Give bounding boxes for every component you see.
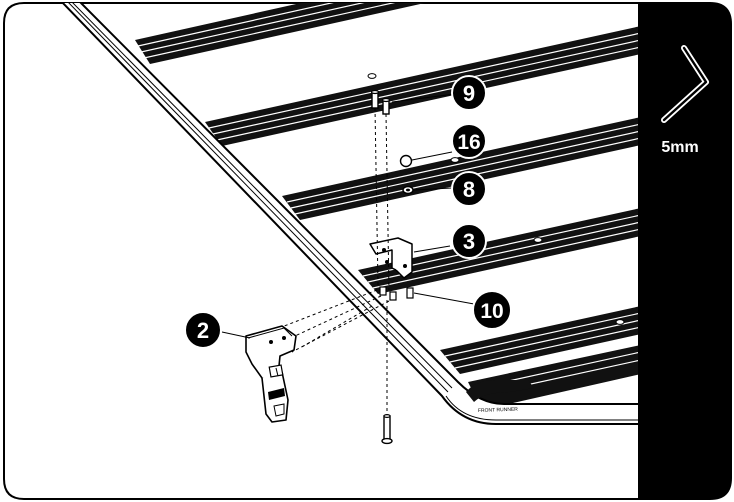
callout-3-label: 3 xyxy=(463,229,475,254)
callout-3: 3 xyxy=(451,223,487,259)
callout-10: 10 xyxy=(472,290,512,330)
callout-16-label: 16 xyxy=(457,131,480,154)
callout-2: 2 xyxy=(184,311,222,349)
callout-8-label: 8 xyxy=(463,177,475,202)
tool-panel: 5mm xyxy=(638,3,731,499)
callout-8: 8 xyxy=(451,171,487,207)
rack-slats xyxy=(135,3,640,410)
rack-side-rail: FRONT RUNNER xyxy=(59,3,640,425)
callout-9: 9 xyxy=(451,75,487,111)
callout-10-label: 10 xyxy=(480,300,503,323)
leader-lines xyxy=(221,93,475,339)
tool-size-label: 5mm xyxy=(661,139,698,156)
latch-part-2 xyxy=(245,325,297,423)
bracket-part-3 xyxy=(369,237,413,279)
roof-rack: FRONT RUNNER xyxy=(59,3,640,445)
fasteners xyxy=(370,89,414,445)
hex-key-icon xyxy=(661,45,709,123)
callout-16: 16 xyxy=(451,123,487,159)
svg-text:FRONT RUNNER: FRONT RUNNER xyxy=(478,407,518,414)
assembly-guide-lines xyxy=(273,107,390,414)
callout-2-label: 2 xyxy=(197,318,209,343)
callout-9-label: 9 xyxy=(463,81,475,106)
